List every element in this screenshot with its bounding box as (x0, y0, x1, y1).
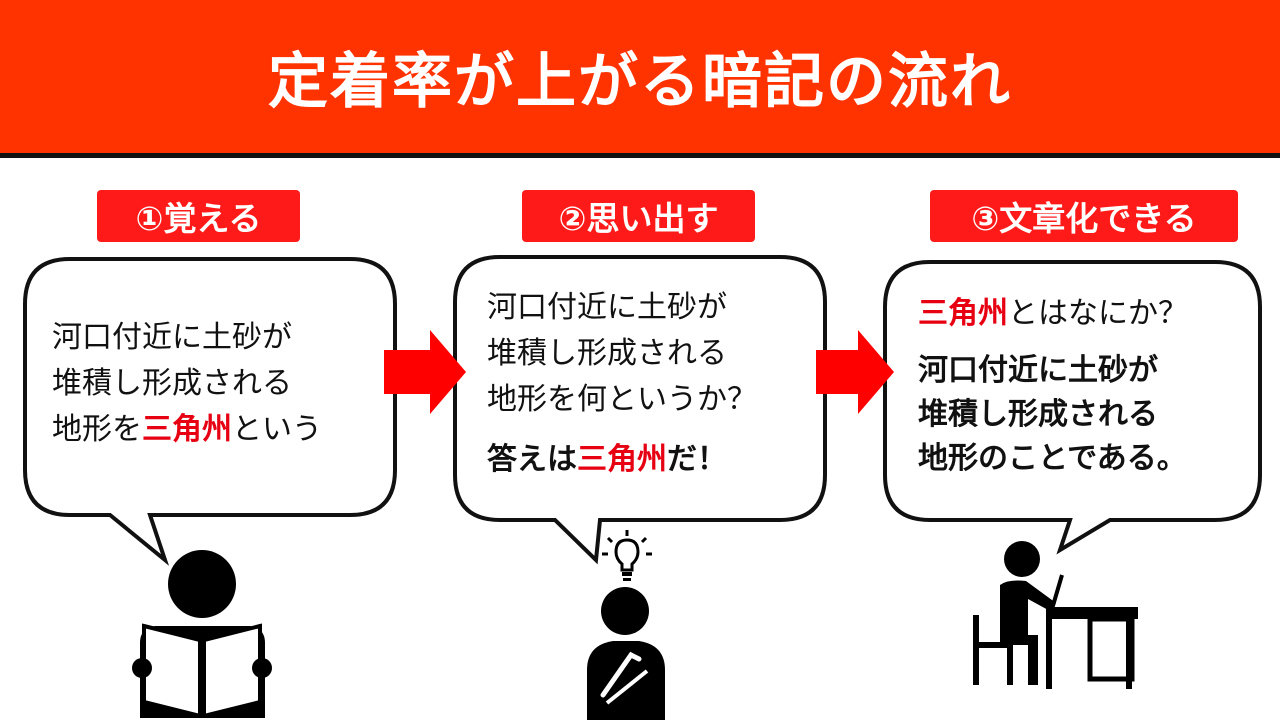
step-3-line-3: 地形のことである。 (918, 441, 1187, 476)
step-3-line-2: 堆積し形成される (918, 397, 1158, 432)
step-1-term: 三角州 (142, 412, 232, 447)
thinking-person-icon (587, 587, 665, 720)
page-title: 定着率が上がる暗記の流れ (268, 47, 1012, 117)
step-2-line-2: 堆積し形成される (487, 336, 727, 371)
step-2-answer: 答えは三角州だ！ (487, 437, 757, 483)
step-1-last-prefix: 地形を (52, 412, 142, 447)
writing-person-icon (973, 541, 1138, 689)
step-2-label: ②思い出す (522, 190, 755, 242)
step-3-line-1: 河口付近に土砂が (918, 353, 1158, 388)
step-3-question-suffix: とはなにか？ (1008, 296, 1188, 331)
step-1-line-3: 地形を三角州という (52, 407, 322, 453)
speech-bubble-1 (23, 257, 397, 566)
step-3-question: 三角州とはなにか？ (918, 291, 1188, 337)
step-3-term: 三角州 (918, 296, 1008, 331)
speech-bubble-3 (883, 260, 1262, 555)
step-3-label: ③文章化できる (930, 190, 1238, 242)
step-1-label: ①覚える (97, 190, 300, 242)
step-1-text: 河口付近に土砂が 堆積し形成される 地形を三角州という (52, 315, 322, 453)
speech-bubble-2 (453, 255, 827, 565)
lightbulb-icon (602, 530, 652, 581)
step-2-line-1: 河口付近に土砂が (487, 290, 727, 325)
step-1-line-2: 堆積し形成される (52, 366, 292, 401)
step-1-line-1: 河口付近に土砂が (52, 320, 292, 355)
step-3-text: 三角州とはなにか？ 河口付近に土砂が 堆積し形成される 地形のことである。 (918, 291, 1188, 481)
arrow-2-3 (816, 330, 894, 414)
step-2-line-3: 地形を何というか？ (487, 382, 757, 417)
reading-person-icon (132, 550, 272, 718)
step-1-last-suffix: という (232, 412, 322, 447)
arrow-1-2 (384, 330, 466, 414)
step-2-answer-suffix: だ！ (667, 442, 727, 477)
step-2-answer-prefix: 答えは (487, 442, 577, 477)
step-2-text: 河口付近に土砂が 堆積し形成される 地形を何というか？ 答えは三角州だ！ (487, 285, 757, 483)
header-banner: 定着率が上がる暗記の流れ (0, 0, 1280, 158)
step-2-term: 三角州 (577, 442, 667, 477)
